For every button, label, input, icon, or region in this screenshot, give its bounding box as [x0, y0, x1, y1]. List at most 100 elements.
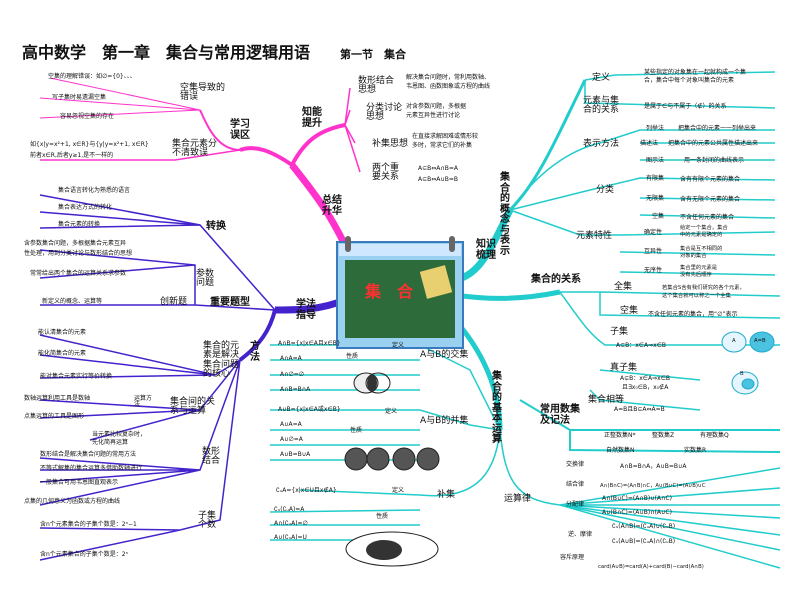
law-v2: A∩(B∩C)=(A∩B)∩C，A∪(B∪C)=(A∪B)∪C [600, 483, 706, 489]
wuqu1-item-2: 写子集时易遗漏空集 [52, 94, 107, 101]
fenlei-label: 分类 [596, 185, 615, 195]
law-k5: 逆、摩律 [568, 531, 593, 538]
buji-def: ∁ᵤA={x|x∈U且x∉A} [276, 487, 337, 494]
law-v7: card(A∪B)=card(A)+card(B)−card(A∩B) [598, 564, 704, 570]
wuqu1-label: 空集导致的错误 [180, 83, 226, 103]
suanfa-item-1: 数轴运算利用工具是数轴 [24, 395, 91, 402]
biaoshi-v3: 用一条封闭的曲线表示 [684, 157, 745, 164]
venn-subset-diagram [721, 331, 775, 353]
wuqu1-item-3: 容易忽视空集的存在 [60, 113, 115, 120]
bing-xingzhi: 性质 [350, 427, 363, 434]
fenlei-k2: 无限集 [646, 195, 665, 202]
branch-yunsuan: 集合的基本运算 [492, 371, 502, 445]
bing-prop-3: A∪B=B∪A [280, 451, 311, 458]
branch-xuexi: 学习误区 [230, 119, 250, 141]
law-v6: ∁ᵤ(A∪B)=(∁ᵤA)∩(∁ᵤB) [612, 538, 676, 545]
texing-v2a: 集合是互不相同的 [680, 246, 723, 252]
quanji-desc-2: 这个集合就可以称之一个全集 [662, 293, 731, 299]
zn-desc-3a: 在直接求解困难或情形较 [412, 133, 479, 140]
shuji-w1: 有理数集Q [700, 432, 729, 439]
jiao-label: A与B的交集 [420, 350, 469, 360]
law-k7: 容斥原理 [560, 554, 585, 561]
ziji-label: 子集个数 [198, 511, 217, 531]
venn-label-b: B [740, 371, 744, 377]
zn-label-3: 补集思想 [372, 139, 409, 149]
fenlei-v1: 含有有限个元素的集合 [680, 176, 741, 183]
zhenziji-formula-2: 且∃x₀∈B，x₀∉A [622, 384, 669, 391]
biaoshi-label: 表示方法 [583, 139, 620, 149]
shuxing-item-4: 点集的几何意义为函数或方程的曲线 [24, 498, 121, 505]
law-v1: A∩B=B∩A，A∪B=B∪A [620, 463, 687, 470]
bing-prop-1: A∪A=A [280, 421, 302, 428]
zn-desc-1a: 解决集合问题时，常利用数轴、 [406, 74, 491, 81]
wuqu2-label: 集合元素分不清致误 [172, 139, 218, 159]
texing-v1a: 给定一个集合，集合 [680, 225, 728, 231]
venn-union-diagrams [344, 447, 440, 471]
buji-label: 补集 [437, 490, 456, 500]
texing-v3a: 集合里的元素是 [680, 265, 718, 271]
quanji-label: 全集 [614, 282, 633, 292]
venn-proper-subset-diagram [731, 371, 759, 395]
ziji-formula: A⊆B：x∈A⇒x∈B [616, 342, 667, 349]
fenlei-k1: 有限集 [646, 175, 665, 182]
suanfa-item-2: 点集运算的工具是图形 [24, 413, 85, 420]
center-blackboard-icon: 集 合 [335, 232, 465, 350]
branch-xuefa: 学法指导 [296, 299, 316, 321]
shuxing-item-2: 不等式解集的集合运算多借助数轴进行 [40, 465, 143, 472]
texing-v3b: 没有先后顺序 [680, 272, 712, 278]
branch-zhuanhuan: 转换 [206, 221, 226, 232]
law-k1: 交换律 [566, 461, 585, 468]
kongji-desc: 不含任何元素的集合，用“∅”表示 [648, 311, 738, 318]
law-k2: 结合律 [566, 481, 585, 488]
hexin-item-3: 能对集合元素实行等价转换 [40, 373, 113, 380]
dingyi-label: 定义 [592, 73, 611, 83]
texing-k2: 互异性 [644, 248, 663, 255]
hexin-item-2: 能化简集合的元素 [38, 350, 87, 357]
branch-fangfa: 方法 [250, 341, 260, 363]
biaoshi-k3: 图示法 [646, 157, 665, 164]
law-k3: 分配律 [566, 501, 585, 508]
zn-desc-1b: 韦恩图、函数图象或方程的曲线 [406, 83, 491, 90]
texing-v2b: 对象的集合 [680, 253, 707, 259]
shuxing-item-1: 数形结合是解决集合问题的常用方法 [40, 451, 137, 458]
wuqu1-item-1: 空集的理解错误：如∅={0}、、、 [48, 73, 136, 80]
zn-desc-3b: 多时，常求它们的补集 [412, 142, 473, 149]
jiao-prop-3: A∩B=B∩A [280, 386, 311, 393]
biaoshi-k1: 列举法 [646, 125, 665, 132]
bing-def: A∪B={x|x∈A或x∈B} [278, 406, 341, 413]
wuqu2-item-2: 前者x∈R,后者y≥1,是不一样的 [30, 152, 114, 159]
kongji-label: 空集 [620, 306, 639, 316]
jiao-prop-2: A∩∅=∅ [280, 371, 304, 378]
zh-item-1: 集合语言转化为熟悉的语言 [58, 187, 131, 194]
quanji-desc-1: 若集合S含有我们研究的各个元素， [662, 285, 745, 291]
zn-desc-4a: A⊆B⇔A∩B=A [418, 165, 459, 172]
suanfa-label: 运算方法 [134, 395, 153, 409]
zn-desc-4b: A⊆B⇔A∪B=B [418, 176, 459, 183]
fenlei-v3: 不含任何元素的集合 [680, 214, 735, 221]
texing-v1b: 中的元素是确定的 [680, 232, 723, 238]
buji-xingzhi: 性质 [376, 513, 389, 520]
venn-label-a: A [732, 338, 736, 344]
xiangdeng-formula: A=B且B⊆A⇔A=B [614, 406, 665, 413]
wuqu2-item-1: 如{x|y=x²+1, x∈R}与{y|y=x²+1, x∈R} [30, 141, 149, 148]
venn-intersection-diagram [353, 372, 391, 394]
law-v4: A∪(B∩C)=(A∪B)∩(A∪C) [602, 509, 672, 516]
branch-gainian: 集合的概念与表示 [500, 172, 510, 257]
branch-guanxi: 集合的关系 [531, 274, 581, 285]
fenlei-v2: 含有无限个元素的集合 [680, 196, 741, 203]
branch-zhineng: 知能提升 [302, 107, 322, 129]
shuji-k2: 自然数集N [606, 447, 635, 454]
section-title: 第一节 集合 [340, 48, 406, 61]
chuangxin-item: 新定义的概念、运算等 [42, 298, 103, 305]
zh-item-2: 集合表达方式的转化 [58, 204, 113, 211]
canshu-item-2: 性处理，用到分类讨论与数形结合的思想 [24, 250, 133, 257]
dingyi-desc-1: 某些指定的对象集在一起就构成一个集 [644, 69, 747, 76]
shuxing-label: 数形结合 [202, 447, 221, 467]
page-title: 高中数学 第一章 集合与常用逻辑用语 [22, 43, 311, 62]
canshu-label: 参数问题 [196, 269, 215, 289]
shuji-v2: 实数集R [684, 447, 707, 454]
zn-label-4: 两个重要关系 [372, 163, 400, 183]
canshu-item-1: 含参数集合问题，多根据集合元素互异 [24, 240, 127, 247]
zhenziji-label: 真子集 [610, 363, 638, 373]
